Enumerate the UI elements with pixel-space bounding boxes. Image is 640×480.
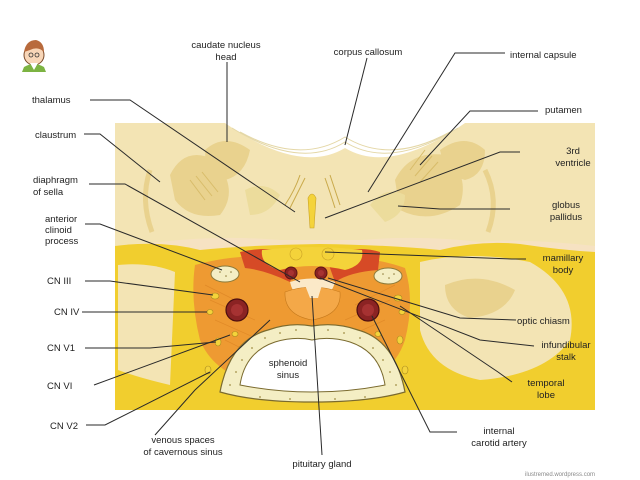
claustrum-left	[142, 169, 155, 233]
bone-texture	[229, 329, 397, 400]
label-optic-chiasm: optic chiasm	[517, 316, 570, 327]
left-temporal-lobe	[118, 264, 175, 385]
putamen-left	[170, 155, 229, 216]
label-putamen: putamen	[545, 105, 582, 116]
third-ventricle-shape	[307, 193, 317, 229]
anterior-clinoid-left	[210, 265, 240, 283]
cn-iii-left	[210, 292, 220, 300]
anterior-clinoid-right	[373, 267, 403, 285]
globus-pallidus-right	[370, 191, 405, 222]
cn-iv-left	[206, 309, 214, 315]
label-cn-iv: CN IV	[54, 307, 80, 318]
cn-vi-left	[231, 331, 239, 337]
sphenoid-sinus-cavity	[239, 337, 386, 393]
globus-pallidus-left	[245, 186, 280, 215]
doctor-avatar-icon	[22, 40, 46, 72]
label-internal-capsule: internal capsule	[510, 50, 577, 61]
cn-v1-right	[396, 335, 404, 345]
claustrum-right	[482, 168, 496, 233]
label-cn-v1: CN V1	[47, 343, 75, 354]
mamillary-body-left	[289, 247, 303, 261]
sphenoid-bone	[219, 324, 406, 403]
clinoid-texture	[219, 271, 395, 279]
brain-section	[115, 123, 595, 246]
label-thalamus: thalamus	[32, 95, 71, 106]
label-claustrum: claustrum	[35, 130, 76, 141]
label-corpus-callosum: corpus callosum	[334, 47, 403, 58]
putamen-right	[395, 154, 463, 217]
label-pituitary-gland: pituitary gland	[292, 459, 351, 470]
temporal-gyrus	[445, 278, 515, 318]
credit-text: ilustremed.wordpress.com	[525, 472, 595, 478]
leader-lines	[82, 52, 538, 456]
label-cn-vi: CN VI	[47, 381, 72, 392]
label-cn-iii: CN III	[47, 276, 71, 287]
mamillary-body-right	[321, 247, 335, 261]
label-cn-v2: CN V2	[50, 421, 78, 432]
cn-v2-right	[401, 365, 409, 375]
thalamus-fibers	[284, 174, 341, 209]
